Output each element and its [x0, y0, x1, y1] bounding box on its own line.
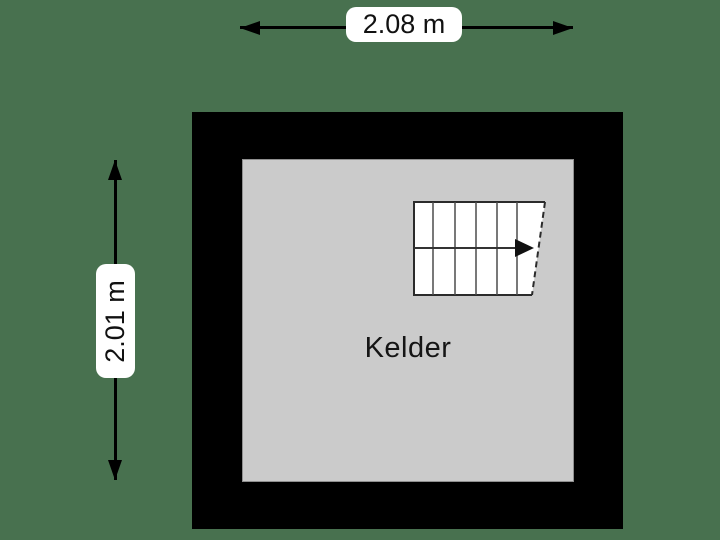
dim-arrow-up-icon [108, 160, 122, 180]
height-dimension-value: 2.01 m [100, 279, 131, 363]
width-dimension-value: 2.08 m [362, 9, 446, 39]
stair-direction-arrow-icon [515, 239, 534, 257]
room-label: Kelder [364, 332, 452, 364]
width-dimension-label: 2.08 m [346, 7, 462, 42]
dim-arrow-right-icon [553, 21, 573, 35]
dim-arrow-left-icon [240, 21, 260, 35]
dim-arrow-down-icon [108, 460, 122, 480]
staircase [413, 201, 546, 296]
height-dimension-label: 2.01 m [96, 264, 135, 378]
staircase-cut-line [531, 201, 546, 296]
